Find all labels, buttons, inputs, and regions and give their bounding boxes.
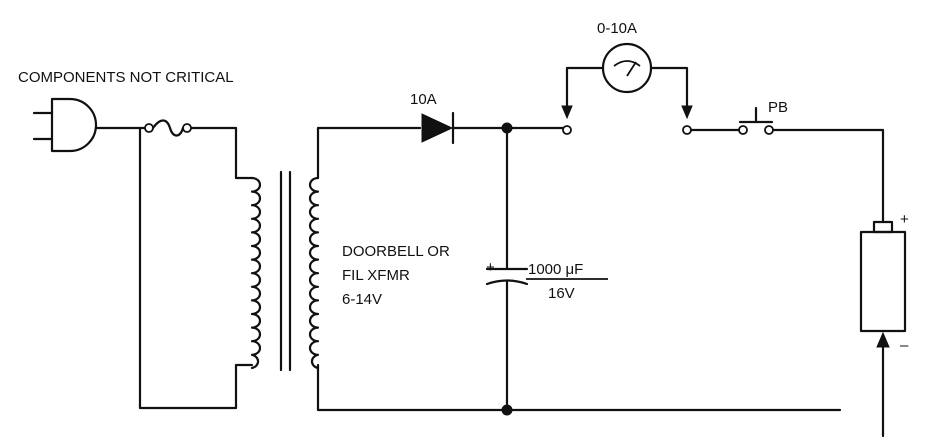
secondary-coil-icon [308,176,320,370]
diode-icon [421,111,455,145]
pushbutton-icon [738,106,774,135]
primary-top-wire [189,126,254,180]
ac-plug-icon [32,97,98,153]
secondary-top-wire [316,126,422,180]
capacitor-plus-sign: + [486,259,495,276]
meter-label: 0-10A [597,20,637,37]
battery-icon [859,220,907,333]
diode-label: 10A [410,91,437,108]
meter-terminal-right [682,125,692,135]
transformer-core-icon [279,170,292,372]
battery-negative-lead [876,331,890,438]
battery-positive-wire [771,128,885,224]
battery-minus-sign: – [900,337,909,354]
primary-bottom-wire [138,126,254,410]
note-label: COMPONENTS NOT CRITICAL [18,69,234,86]
fuse-icon [144,119,192,137]
capacitor-value-label: 1000 μF [528,261,583,278]
battery-plus-sign: + [900,211,909,228]
pushbutton-label: PB [768,99,788,116]
capacitor-icon [485,126,529,412]
primary-coil-icon [250,176,262,370]
ammeter-icon [561,42,693,120]
transformer-label-line1: DOORBELL OR [342,243,450,260]
capacitor-voltage-label: 16V [548,285,575,302]
meter-terminal-left [562,125,572,135]
secondary-bottom-rail [316,363,842,412]
transformer-label-line3: 6-14V [342,291,382,308]
transformer-label-line2: FIL XFMR [342,267,410,284]
